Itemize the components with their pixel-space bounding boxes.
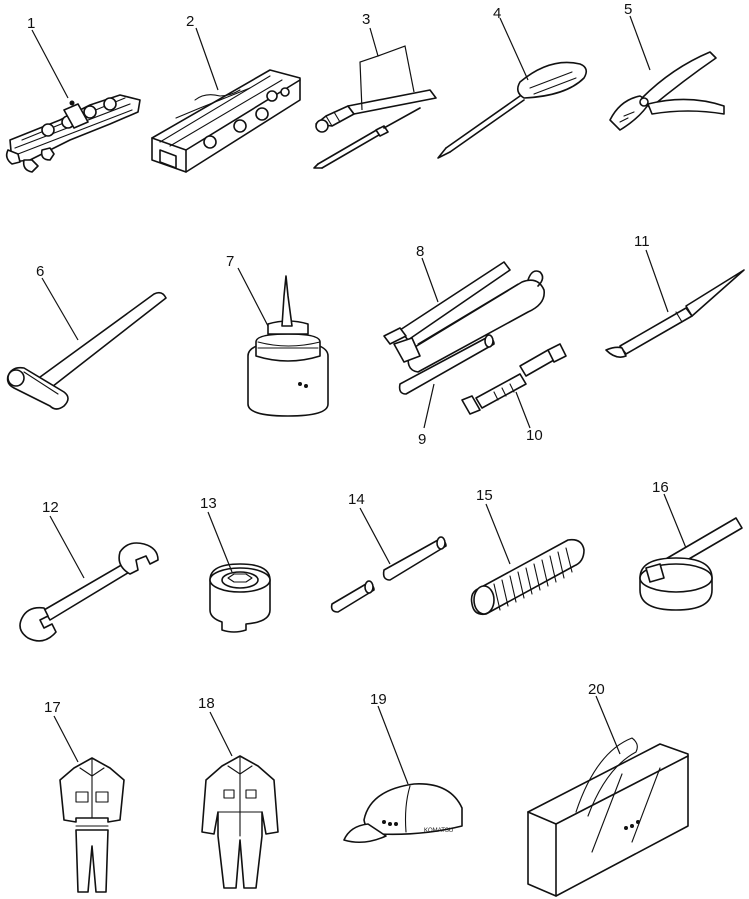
callout-number-17: 17	[44, 699, 61, 716]
work-cap-illustration: KOMATSU	[343, 783, 463, 844]
callout-leader-8	[421, 257, 439, 303]
coil-spring-illustration	[470, 538, 585, 616]
pin-illustration	[330, 536, 447, 613]
callout-number-13: 13	[200, 495, 217, 512]
tool-bag-illustration	[527, 737, 689, 897]
callout-number-7: 7	[226, 253, 234, 270]
callout-leader-15	[485, 503, 511, 565]
callout-number-3: 3	[362, 11, 370, 28]
callout-number-19: 19	[370, 691, 387, 708]
wrench-set-illustration	[5, 94, 141, 173]
callout-number-15: 15	[476, 487, 493, 504]
callout-number-10: 10	[526, 427, 543, 444]
callout-leader-1	[31, 29, 69, 99]
callout-number-18: 18	[198, 695, 215, 712]
pliers-illustration	[609, 51, 725, 131]
callout-number-14: 14	[348, 491, 365, 508]
callout-number-8: 8	[416, 243, 424, 260]
callout-leader-5	[629, 15, 651, 71]
callout-leader-7	[237, 267, 269, 327]
callout-leader-13	[207, 511, 233, 573]
callout-number-2: 2	[186, 13, 194, 30]
callout-leader-20	[595, 695, 621, 755]
socket-illustration	[209, 563, 271, 633]
callout-leader-18	[209, 711, 233, 757]
work-jacket-and-pants-illustration	[59, 757, 125, 893]
callout-number-4: 4	[493, 5, 501, 22]
filter-wrench-illustration	[639, 517, 743, 611]
callout-leader-19	[377, 705, 409, 785]
callout-number-16: 16	[652, 479, 669, 496]
callout-leader-9	[423, 383, 435, 429]
cap-brand-text: KOMATSU	[424, 828, 453, 834]
callout-leader-16	[663, 493, 687, 549]
pry-bar-illustration	[605, 269, 745, 358]
socket-set-case-illustration	[151, 69, 301, 173]
coverall-illustration	[201, 755, 279, 889]
grease-gun-illustration	[383, 261, 545, 373]
callout-number-9: 9	[418, 431, 426, 448]
callout-leader-14	[359, 507, 391, 565]
callout-leader-6	[41, 277, 79, 341]
callout-number-6: 6	[36, 263, 44, 280]
grease-nozzle-illustration	[461, 343, 567, 415]
callout-number-20: 20	[588, 681, 605, 698]
callout-leader-2	[195, 27, 219, 91]
extension-pipe-illustration	[398, 334, 495, 395]
callout-number-5: 5	[624, 1, 632, 18]
callout-number-1: 1	[27, 15, 35, 32]
hammer-illustration	[6, 291, 167, 410]
screwdriver-illustration	[313, 89, 437, 169]
callout-leader-3	[359, 27, 415, 111]
callout-leader-12	[49, 515, 85, 579]
callout-number-11: 11	[634, 233, 650, 250]
scraper-illustration	[437, 61, 588, 159]
callout-leader-4	[499, 17, 529, 81]
callout-leader-17	[53, 715, 79, 763]
open-end-wrench-illustration	[19, 542, 159, 642]
callout-leader-11	[645, 249, 669, 313]
oil-can-illustration	[247, 275, 329, 417]
callout-number-12: 12	[42, 499, 59, 516]
callout-leader-10	[515, 391, 531, 429]
